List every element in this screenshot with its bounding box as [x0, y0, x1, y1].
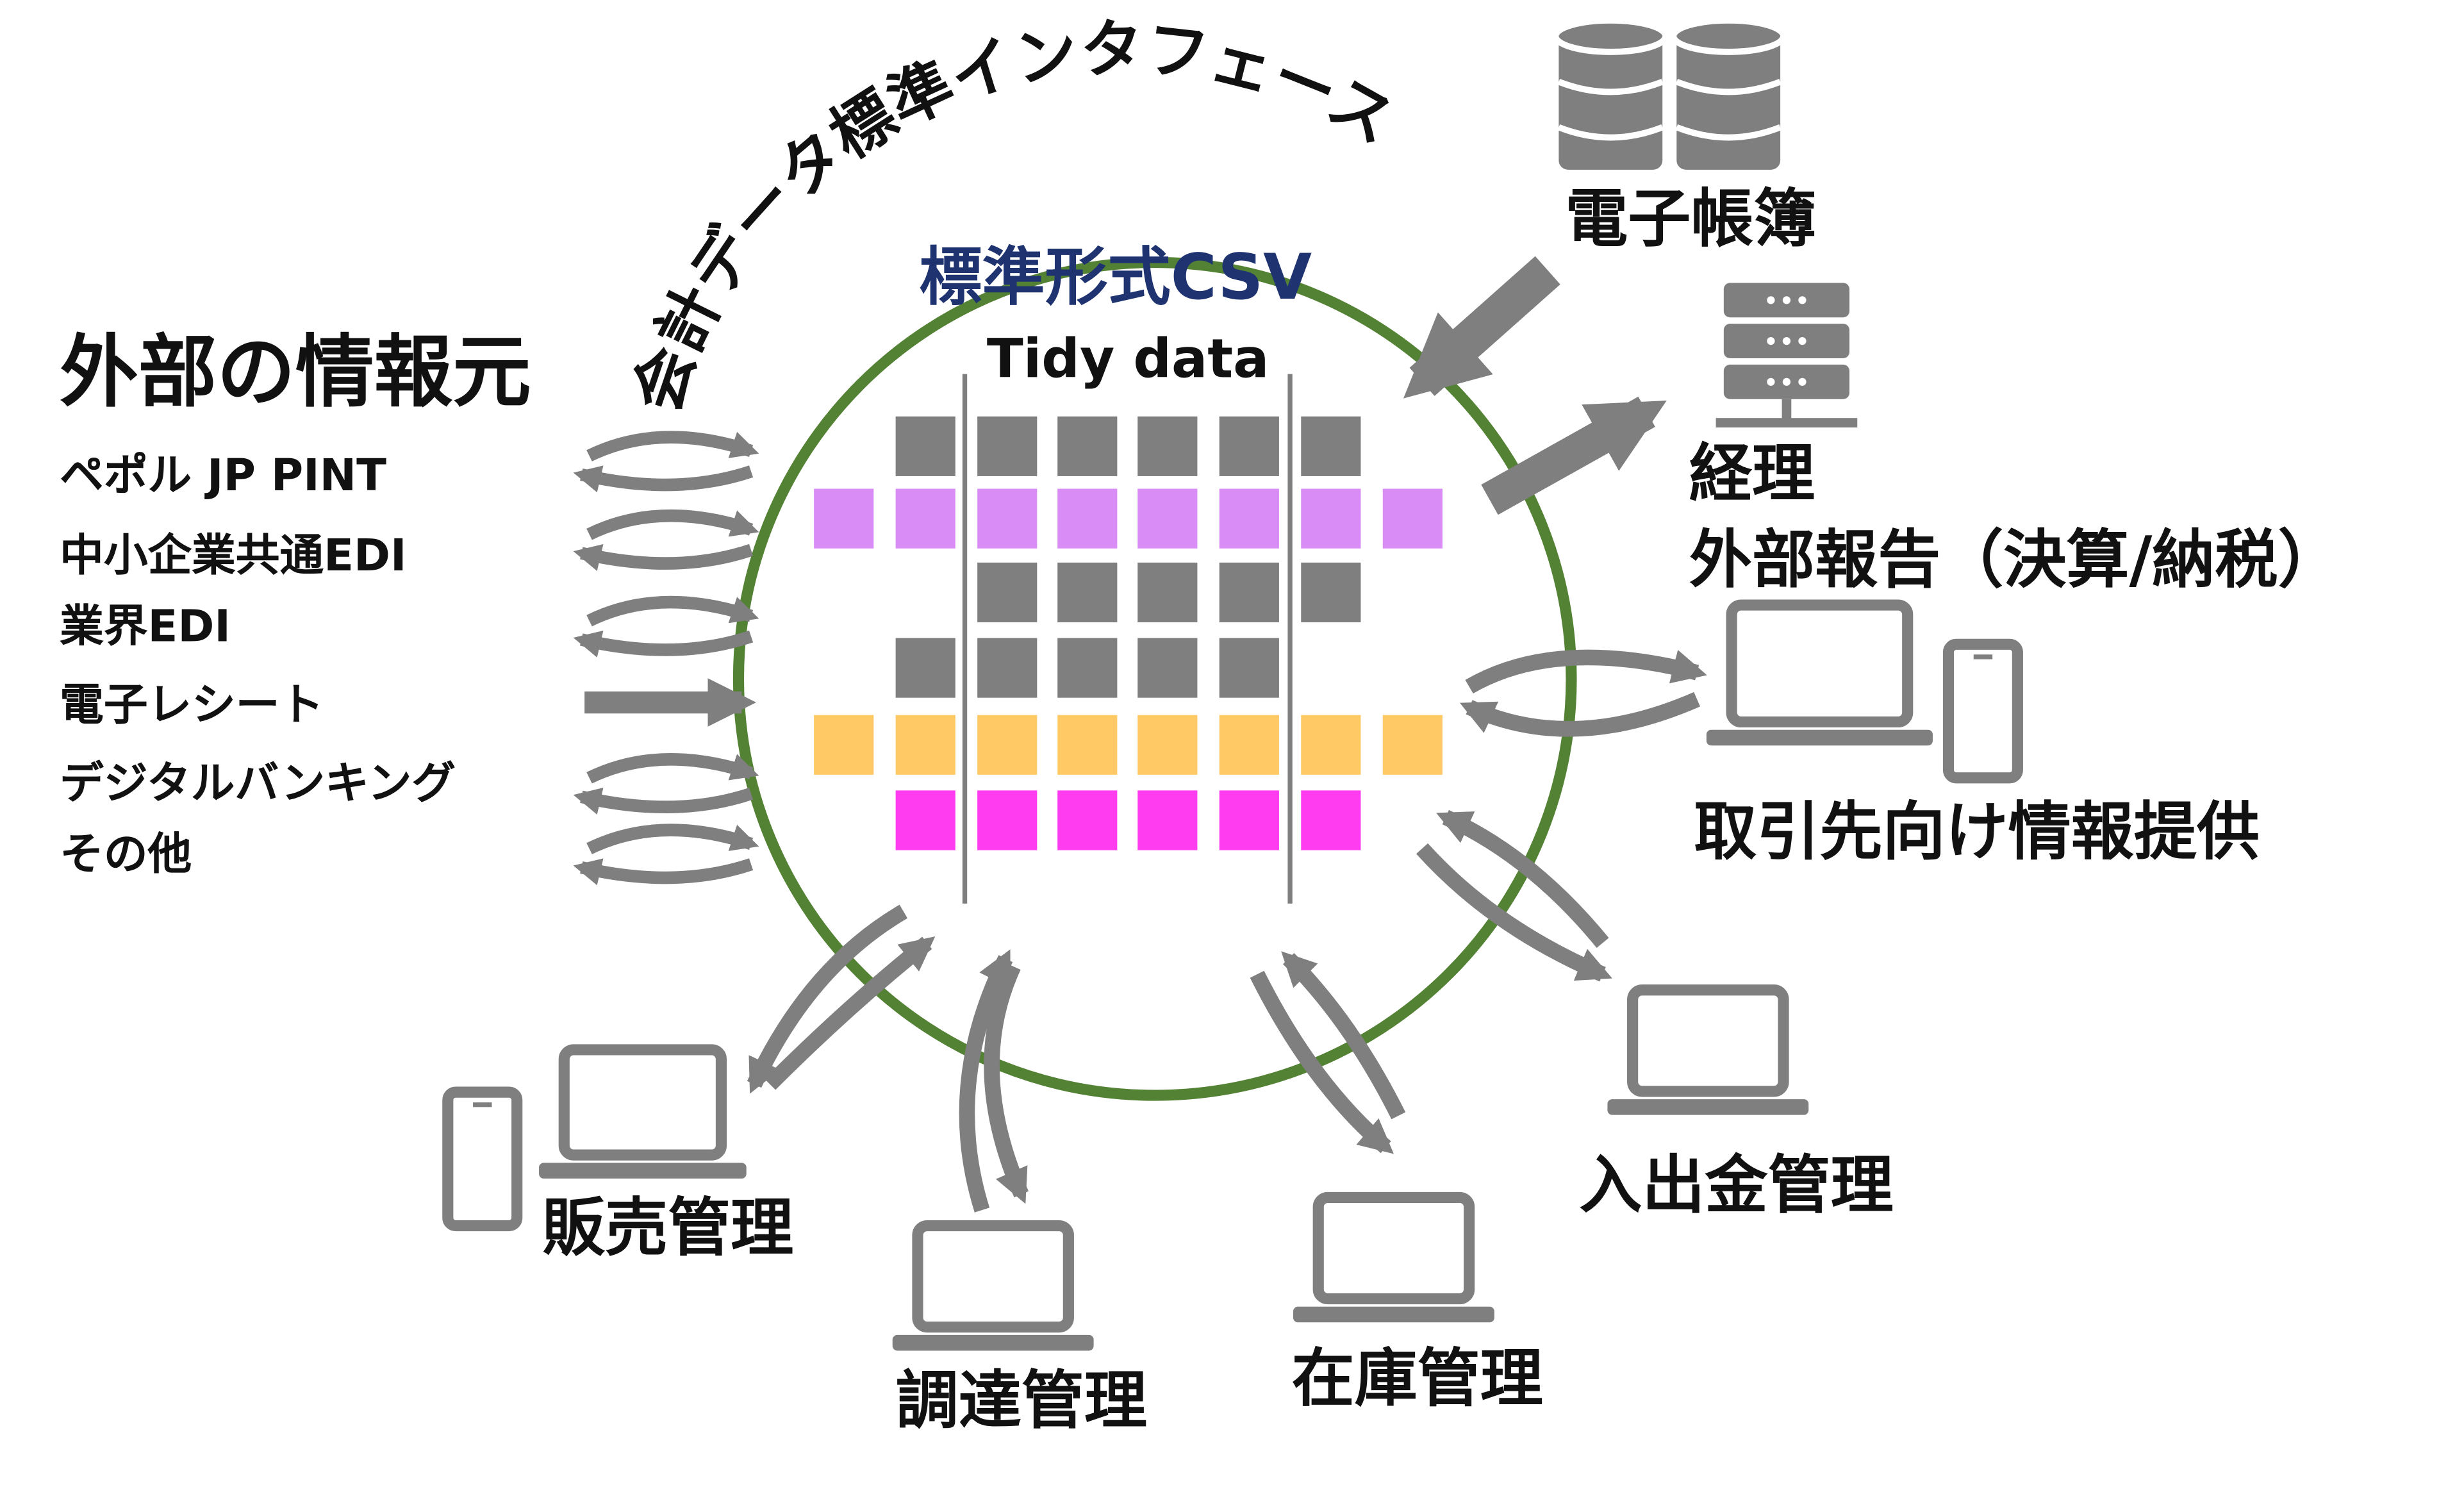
tidy-data-grid [814, 416, 1443, 850]
flow-arrow [1281, 951, 1406, 1120]
server-icon [1716, 283, 1858, 427]
center-title: 標準形式CSV [919, 242, 1312, 315]
grid-cell [1137, 562, 1198, 622]
external-heading: 外部の情報元 [60, 327, 531, 419]
grid-cell [1301, 562, 1361, 622]
source-peppol: ペポル JP PINT [60, 449, 387, 502]
flow-arrow [573, 465, 754, 493]
flow-arrow [586, 752, 759, 784]
source-industry-edi: 業界EDI [60, 600, 231, 652]
grid-cell [977, 790, 1038, 850]
grid-cell [1301, 416, 1361, 476]
grid-cell [895, 638, 955, 698]
flow-arrow [586, 824, 759, 854]
node-sales: 販売管理 [542, 1193, 794, 1265]
laptop-icon [539, 1044, 747, 1179]
flow-arrow [586, 431, 759, 461]
flow-arrow [573, 543, 754, 571]
node-external-report: 外部報告（決算/納税） [1689, 524, 2341, 597]
grid-cell [977, 488, 1038, 549]
flow-arrow [586, 595, 759, 627]
grid-cell [1219, 790, 1279, 850]
flow-arrow [1465, 649, 1707, 694]
smartphone-icon [442, 1086, 523, 1232]
node-procurement: 調達管理 [895, 1365, 1147, 1438]
grid-cell [1057, 790, 1118, 850]
grid-cell [1301, 488, 1361, 549]
grid-cell [1057, 416, 1118, 476]
grid-cell [1219, 488, 1279, 549]
grid-cell [895, 790, 955, 850]
grid-cell [1219, 638, 1279, 698]
source-sme-edi: 中小企業共通EDI [60, 529, 407, 582]
grid-cell [1057, 715, 1118, 775]
smartphone-icon [1942, 638, 2023, 784]
flow-arrows [573, 256, 1707, 1213]
flow-arrow [764, 936, 936, 1090]
grid-cell [1137, 638, 1198, 698]
flow-arrow [573, 630, 754, 658]
flow-arrow [573, 858, 754, 886]
grid-cell [977, 562, 1038, 622]
grid-cell [895, 488, 955, 549]
grid-cell [977, 416, 1038, 476]
center-subtitle: Tidy data [986, 328, 1269, 392]
source-e-receipt: 電子レシート [60, 679, 324, 731]
node-partner-info: 取引先向け情報提供 [1694, 797, 2260, 869]
flow-arrow [1459, 692, 1701, 737]
grid-cell [1057, 562, 1118, 622]
flow-arrow [1416, 843, 1612, 982]
source-other: その他 [60, 828, 192, 881]
node-ledger: 電子帳簿 [1565, 183, 1817, 256]
grid-cell [1382, 488, 1443, 549]
flow-arrow [573, 787, 754, 815]
laptop-icon [892, 1220, 1094, 1351]
grid-cell [814, 488, 874, 549]
flow-arrow [1403, 256, 1560, 399]
grid-cell [814, 715, 874, 775]
flow-arrow [747, 904, 908, 1094]
node-inventory: 在庫管理 [1291, 1343, 1543, 1416]
grid-cell [1057, 488, 1118, 549]
flow-arrow [1481, 396, 1667, 515]
flow-arrow [984, 963, 1029, 1204]
grid-cell [1137, 416, 1198, 476]
grid-cell [1137, 715, 1198, 775]
grid-cell [1382, 715, 1443, 775]
laptop-icon [1706, 599, 1933, 746]
database-icon [1552, 17, 1787, 176]
grid-cell [1057, 638, 1118, 698]
grid-cell [895, 416, 955, 476]
grid-cell [977, 715, 1038, 775]
node-cash-management: 入出金管理 [1579, 1150, 1894, 1223]
flow-arrow [586, 509, 759, 540]
grid-cell [977, 638, 1038, 698]
laptop-icon [1293, 1191, 1494, 1323]
grid-cell [1219, 562, 1279, 622]
flow-arrow [1250, 970, 1394, 1154]
flow-arrow [959, 949, 1013, 1213]
node-accounting: 経理 [1689, 438, 1815, 511]
grid-cell [1301, 715, 1361, 775]
grid-cell [1301, 790, 1361, 850]
laptop-icon [1607, 984, 1809, 1115]
grid-cell [1137, 488, 1198, 549]
grid-cell [1137, 790, 1198, 850]
grid-cell [1219, 715, 1279, 775]
grid-cell [895, 715, 955, 775]
device-icons [442, 599, 2023, 1351]
flow-arrow [1436, 809, 1609, 948]
grid-cell [1219, 416, 1279, 476]
source-digital-banking: デジタルバンキング [60, 757, 456, 809]
